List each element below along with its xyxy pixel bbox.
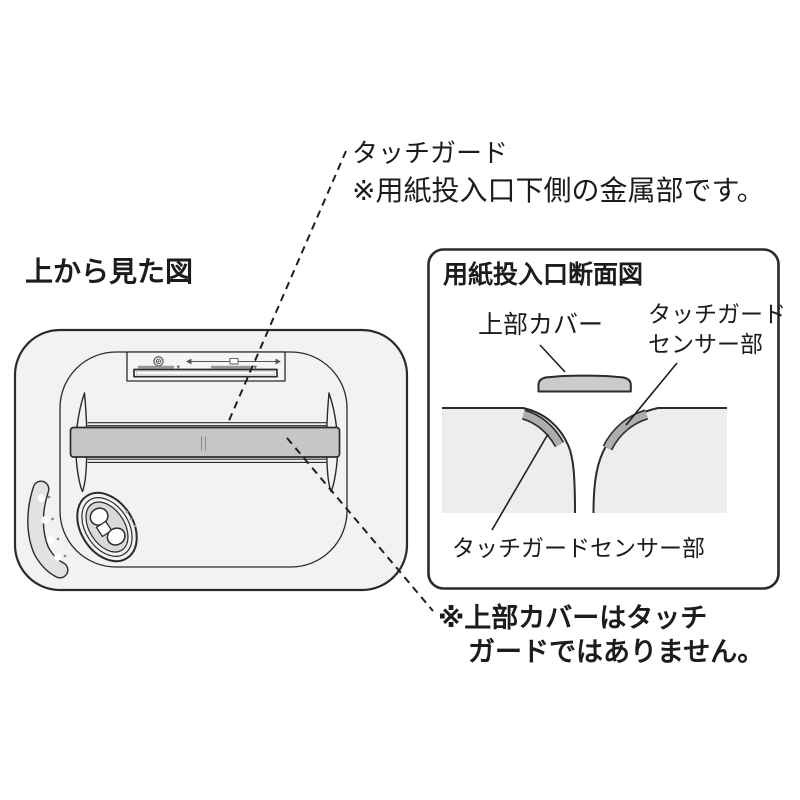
touch-guard-callout-title: タッチガード	[352, 138, 509, 168]
media-slot-panel	[126, 351, 286, 382]
touch-guard-callout: タッチガード ※用紙投入口下側の金属部です。	[352, 138, 765, 208]
section-leader-lines	[491, 344, 678, 531]
bottom-note-line2: ガードではありません。	[468, 637, 765, 667]
led-dots	[37, 494, 62, 561]
bottom-note-line1: ※上部カバーはタッチ	[438, 603, 708, 633]
leader-bottom-note	[286, 437, 434, 612]
sensor-label-right: タッチガード センサー部	[648, 299, 786, 359]
section-left-block	[442, 408, 575, 513]
top-cover-piece	[537, 374, 632, 393]
dashed-leader-lines	[226, 150, 434, 612]
section-right-block	[593, 408, 727, 513]
panel-fine-print	[138, 365, 258, 369]
sensor-label-right-line2: センサー部	[648, 331, 763, 357]
led-glyphs	[47, 495, 67, 558]
leader-sensor-right	[625, 362, 678, 426]
top-view-title: 上から見た図	[25, 256, 194, 287]
leader-sensor-bottom	[491, 433, 549, 531]
leader-top-cover	[539, 344, 566, 373]
leader-touch-guard	[226, 150, 347, 425]
touch-guard-bar	[69, 426, 341, 458]
media-slot	[133, 368, 278, 378]
cross-section-title: 用紙投入口断面図	[443, 261, 644, 289]
bottom-note: ※上部カバーはタッチ ガードではありません。	[438, 601, 764, 669]
sensor-strip-left	[521, 409, 565, 448]
paper-slot-edges	[87, 422, 327, 463]
cross-section-box	[427, 248, 780, 590]
top-cover-label: 上部カバー	[478, 311, 604, 339]
sensor-label-right-line1: タッチガード	[648, 301, 786, 327]
round-button-bottom	[106, 527, 126, 546]
shredder-top-view	[13, 328, 409, 592]
sensor-strip-right	[602, 409, 649, 451]
paper-width-arrow-icon	[186, 357, 281, 365]
led-indicator-strip	[27, 480, 69, 579]
bar-fine-print	[200, 436, 207, 451]
power-button-cluster	[76, 491, 138, 563]
touch-guard-callout-note: ※用紙投入口下側の金属部です。	[352, 175, 765, 207]
sensor-label-bottom: タッチガードセンサー部	[452, 535, 705, 561]
cluster-fine-print	[125, 510, 137, 528]
